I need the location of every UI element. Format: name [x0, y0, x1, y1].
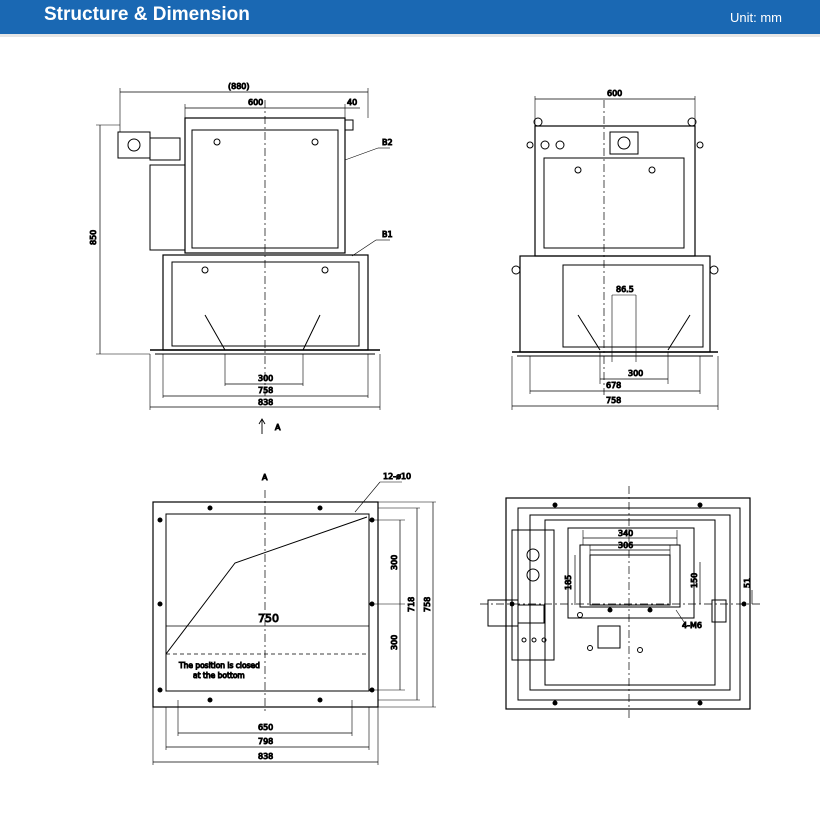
- side-view: [511, 96, 719, 410]
- side-dim-300: 300: [628, 369, 643, 378]
- bottom-dim-758: 758: [423, 597, 432, 612]
- bottom-dim-798: 798: [258, 737, 273, 746]
- header-bar: Structure & Dimension Unit: mm: [0, 0, 820, 37]
- bottom-dim-300-bottom: 300: [390, 635, 399, 650]
- front-dim-600: 600: [248, 98, 263, 107]
- header-divider: [0, 34, 820, 37]
- label-b2: B2: [382, 138, 393, 147]
- bottom-dim-838: 838: [258, 752, 273, 761]
- top-dim-150: 150: [690, 573, 699, 588]
- side-dim-86-5: 86.5: [616, 285, 634, 294]
- side-dim-600: 600: [607, 89, 622, 98]
- top-dim-340: 340: [618, 529, 633, 538]
- bottom-dim-650: 650: [258, 723, 273, 732]
- front-dim-838: 838: [258, 398, 273, 407]
- front-dim-880: (880): [228, 82, 250, 91]
- top-dim-185: 185: [564, 575, 573, 590]
- front-dim-850: 850: [89, 230, 98, 245]
- label-b1: B1: [382, 230, 393, 239]
- bottom-dim-718: 718: [407, 597, 416, 612]
- page-title: Structure & Dimension: [44, 4, 250, 25]
- side-dim-678: 678: [606, 381, 621, 390]
- view-arrow-label: A: [275, 423, 281, 432]
- top-dim-306: 306: [618, 541, 633, 550]
- holes-label: 12-ø10: [383, 472, 411, 481]
- front-dim-300: 300: [258, 374, 273, 383]
- front-dim-758: 758: [258, 386, 273, 395]
- bottom-note-line-2: at the bottom: [193, 671, 245, 680]
- top-view: [480, 486, 762, 720]
- top-dim-51: 51: [743, 578, 752, 588]
- front-dim-40: 40: [347, 98, 357, 107]
- bottom-dim-750: 750: [258, 612, 279, 625]
- bottom-note-line-1: The position is closed: [178, 661, 260, 670]
- bolts-label: 4-M6: [682, 621, 702, 630]
- bottom-view-label-a: A: [262, 473, 268, 482]
- bottom-view: [152, 481, 436, 765]
- bottom-dim-300-top: 300: [390, 555, 399, 570]
- side-dim-758: 758: [606, 396, 621, 405]
- unit-label: Unit: mm: [730, 10, 782, 25]
- front-view: [96, 88, 390, 434]
